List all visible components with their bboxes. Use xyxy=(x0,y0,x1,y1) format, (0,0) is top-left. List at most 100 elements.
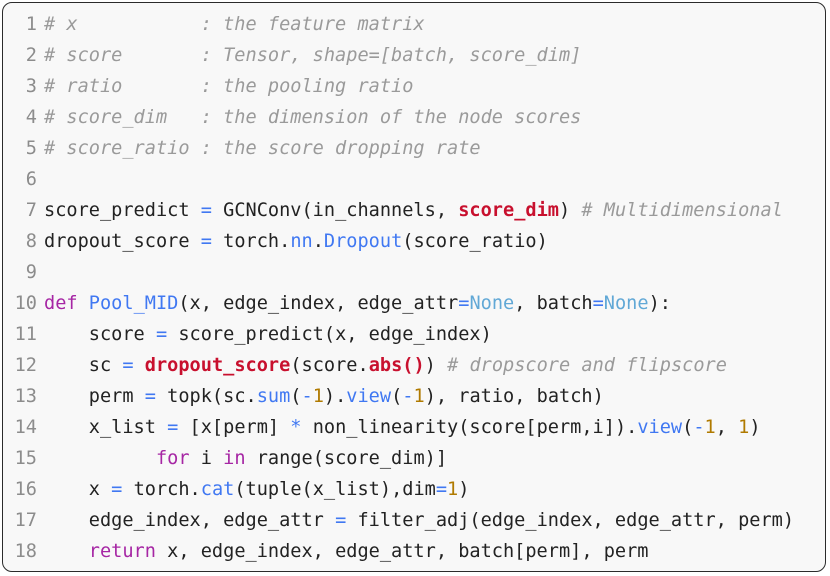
code-line: 5 # score_ratio : the score dropping rate xyxy=(3,133,825,164)
line-number: 2 xyxy=(25,45,37,66)
code-token-op: = xyxy=(144,386,156,407)
code-token-op: = xyxy=(111,479,123,500)
code-lines: 1 # x : the feature matrix 2 # score : Tens… xyxy=(3,9,825,567)
code-token-plain: ) xyxy=(558,200,582,221)
code-token-op: = xyxy=(435,479,448,500)
code-line: 11 score = score_predict(x, edge_index) xyxy=(3,319,825,350)
code-token-plain: score xyxy=(44,324,156,345)
line-number: 1 xyxy=(25,14,37,35)
code-line: 1 # x : the feature matrix xyxy=(3,9,825,40)
code-token-keyword: in xyxy=(223,448,246,469)
code-token-number: 1 xyxy=(704,417,716,438)
code-line: 12 sc = dropout_score(score.abs()) # dro… xyxy=(3,350,825,381)
code-token-plain: perm xyxy=(44,386,145,407)
code-token-func: cat xyxy=(200,479,235,500)
code-token-plain: ( xyxy=(682,417,694,438)
code-token-plain xyxy=(44,448,156,469)
code-line: 18 return x, edge_index, edge_attr, batc… xyxy=(3,536,825,567)
code-token-plain: x_list xyxy=(44,417,168,438)
code-token-plain xyxy=(134,355,145,376)
line-number: 13 xyxy=(14,386,37,407)
code-token-plain: , batch xyxy=(514,293,593,314)
code-token-plain: [x[perm] xyxy=(178,417,291,438)
code-token-op: - xyxy=(402,386,414,407)
code-token-plain: (score. xyxy=(290,355,369,376)
code-token-plain: score_predict xyxy=(44,200,201,221)
line-number: 10 xyxy=(14,293,37,314)
code-token-plain: ). xyxy=(323,386,347,407)
code-token-plain: ) xyxy=(424,355,448,376)
code-line: 9 xyxy=(3,257,825,288)
code-token-comment: # dropscore and flipscore xyxy=(447,355,727,376)
code-line: 6 xyxy=(3,164,825,195)
code-token-plain: sc xyxy=(44,355,123,376)
code-token-plain: (score_ratio) xyxy=(402,231,548,252)
code-token-keyword: for xyxy=(155,448,190,469)
code-token-plain: ) xyxy=(749,417,761,438)
code-token-const: None xyxy=(603,293,649,314)
code-token-comment: # score_ratio : the score dropping rate xyxy=(44,138,481,159)
code-token-number: 1 xyxy=(413,386,425,407)
line-number: 14 xyxy=(14,417,37,438)
code-token-func: Pool_MID xyxy=(88,293,179,314)
line-number: 16 xyxy=(14,479,37,500)
code-token-op: - xyxy=(301,386,313,407)
code-line: 13 perm = topk(sc.sum(-1).view(-1), rati… xyxy=(3,381,825,412)
code-token-plain: dropout_score xyxy=(44,231,201,252)
code-token-op: = xyxy=(592,293,604,314)
code-token-op: = xyxy=(200,231,212,252)
code-line: 2 # score : Tensor, shape=[batch, score_d… xyxy=(3,40,825,71)
line-number: 15 xyxy=(14,448,37,469)
code-token-plain: , xyxy=(715,417,739,438)
code-token-number: 1 xyxy=(447,479,459,500)
code-token-plain: torch. xyxy=(122,479,201,500)
code-token-op: = xyxy=(335,510,347,531)
code-token-plain: range(score_dim)] xyxy=(245,448,448,469)
code-line: 3 # ratio : the pooling ratio xyxy=(3,71,825,102)
code-token-plain: (tuple(x_list),dim xyxy=(234,479,436,500)
code-token-comment: # score : Tensor, shape=[batch, score_di… xyxy=(44,45,582,66)
line-number: 5 xyxy=(25,138,37,159)
code-token-plain: filter_adj(edge_index, edge_attr, perm) xyxy=(346,510,795,531)
code-token-plain: . xyxy=(312,231,324,252)
code-token-plain: non_linearity(score[perm,i]). xyxy=(301,417,638,438)
code-token-func: view xyxy=(637,417,683,438)
line-number: 9 xyxy=(25,262,37,283)
code-token-plain: x, edge_index, edge_attr, batch[perm], p… xyxy=(155,541,649,562)
code-token-highlight: dropout_score xyxy=(144,355,291,376)
code-token-comment: # ratio : the pooling ratio xyxy=(44,76,414,97)
code-token-plain: GCNConv(in_channels, xyxy=(211,200,459,221)
line-number: 7 xyxy=(25,200,37,221)
line-number: 6 xyxy=(25,169,37,190)
line-number: 3 xyxy=(25,76,37,97)
code-token-comment: # Multidimensional xyxy=(581,200,783,221)
code-token-plain: score_predict(x, edge_index) xyxy=(167,324,492,345)
code-token-plain: ) xyxy=(458,479,470,500)
code-token-plain xyxy=(78,293,89,314)
code-token-op: - xyxy=(693,417,705,438)
code-token-func: Dropout xyxy=(323,231,403,252)
code-token-keyword: return xyxy=(88,541,156,562)
line-number: 4 xyxy=(25,107,37,128)
code-token-comment: # x : the feature matrix xyxy=(44,14,425,35)
code-token-plain: i xyxy=(189,448,224,469)
code-line: 14 x_list = [x[perm] * non_linearity(sco… xyxy=(3,412,825,443)
code-token-number: 1 xyxy=(738,417,750,438)
code-token-comment: # score_dim : the dimension of the node … xyxy=(44,107,582,128)
code-token-op: = xyxy=(155,324,168,345)
code-token-plain: topk(sc. xyxy=(155,386,257,407)
line-number: 18 xyxy=(14,541,37,562)
code-line: 16 x = torch.cat(tuple(x_list),dim=1) xyxy=(3,474,825,505)
code-token-op: = xyxy=(200,200,212,221)
code-token-plain: ( xyxy=(391,386,403,407)
line-number: 12 xyxy=(14,355,37,376)
code-line: 4 # score_dim : the dimension of the node… xyxy=(3,102,825,133)
code-token-plain: ): xyxy=(648,293,671,314)
code-token-plain: ), ratio, batch) xyxy=(424,386,604,407)
code-token-func: nn xyxy=(290,231,313,252)
code-token-highlight: abs() xyxy=(368,355,425,376)
